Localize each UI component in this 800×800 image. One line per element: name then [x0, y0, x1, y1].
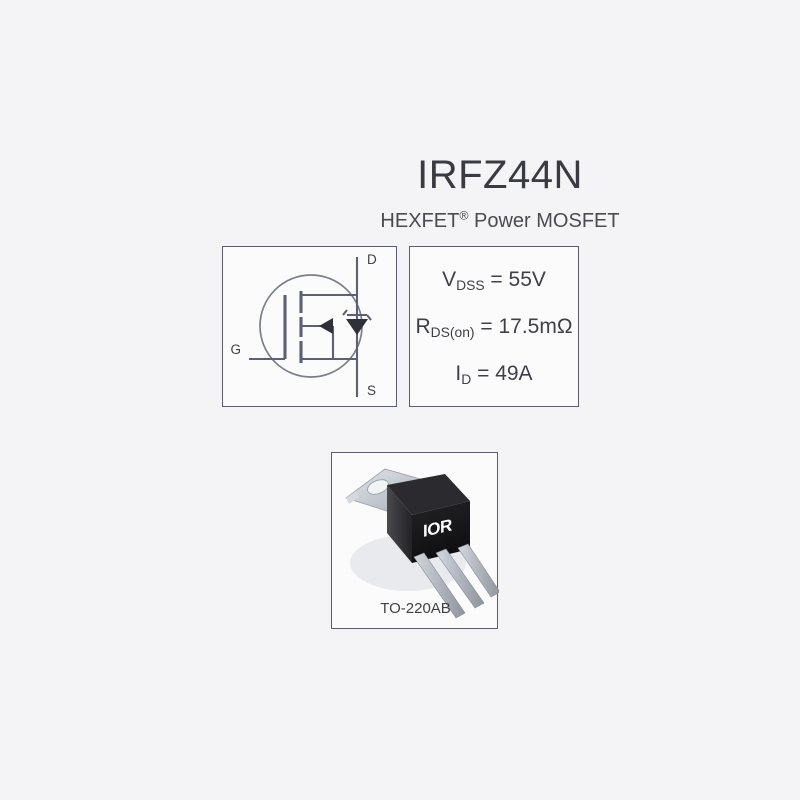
spec-value: = 49A — [471, 362, 533, 385]
substrate-arrow — [319, 318, 333, 334]
schematic-symbol-box: D G S — [222, 246, 397, 407]
to220ab-package-drawing: IOR — [345, 468, 499, 619]
mosfet-symbol-diagram: D G S — [230, 252, 377, 398]
spec-symbol-subscript: D — [461, 371, 472, 388]
spec-row-vdss: VDSS = 55V — [442, 268, 546, 294]
package-lead-source — [457, 543, 499, 598]
spec-row-rdson: RDS(on) = 17.5mΩ — [415, 315, 573, 341]
package-body-left-face — [387, 485, 412, 563]
package-body-top-face — [387, 474, 470, 515]
spec-symbol-subscript: DS(on) — [430, 324, 475, 341]
spec-value: = 55V — [484, 268, 546, 291]
body-diode-triangle — [346, 319, 368, 335]
spec-symbol-subscript: DSS — [456, 277, 485, 294]
body-diode-cathode-bar — [342, 309, 372, 321]
spec-row-id: ID = 49A — [455, 362, 533, 388]
spec-value: = 17.5mΩ — [474, 315, 573, 338]
package-type-label: TO-220AB — [380, 600, 451, 617]
registered-trademark-mark: ® — [459, 208, 469, 223]
package-lead-drain — [435, 548, 485, 609]
key-specifications-box: VDSS = 55V RDS(on) = 17.5mΩ ID = 49A — [409, 246, 579, 407]
spec-symbol-main: R — [415, 315, 431, 338]
spec-symbol-main: V — [442, 268, 457, 291]
tab-mounting-hole — [367, 479, 389, 495]
drain-pin-label: D — [367, 252, 377, 267]
package-body-front-face — [412, 501, 470, 563]
package-lead-gate — [413, 552, 466, 619]
spec-symbol-main: I — [455, 362, 462, 385]
family-suffix-text: Power MOSFET — [468, 210, 620, 232]
package-illustration-box: IOR TO-220AB — [331, 452, 499, 629]
source-pin-label: S — [367, 383, 376, 398]
page-title: IRFZ44N — [417, 153, 583, 197]
gate-pin-label: G — [230, 342, 241, 357]
tab-corner-notch — [346, 491, 359, 504]
product-family-subtitle: HEXFET® Power MOSFET — [200, 208, 800, 232]
family-name-text: HEXFET — [380, 210, 460, 232]
